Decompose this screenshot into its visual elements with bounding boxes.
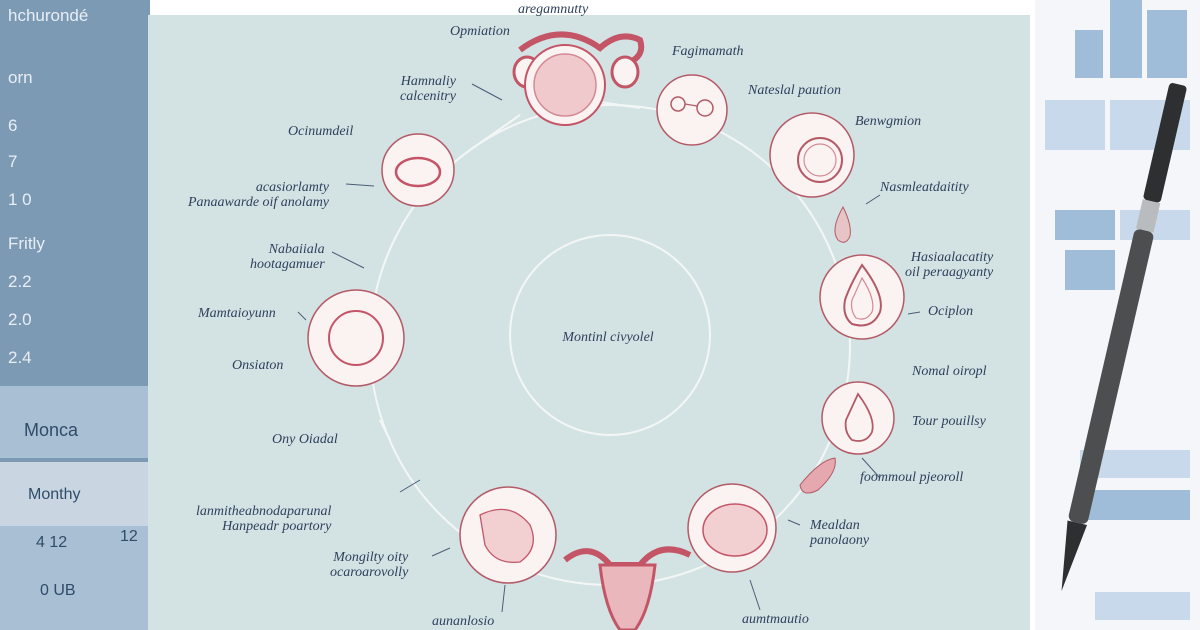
label-right-3: Nasmleatdaitity (880, 180, 969, 195)
table-block (1045, 100, 1105, 150)
left-row: 6 (8, 116, 18, 135)
label-right-9: Mealdan panolaony (810, 518, 870, 548)
ring-arrow (599, 101, 641, 109)
label-left-8: Mongilty oity ocaroarovolly (330, 550, 409, 580)
left-row: 2.4 (8, 348, 32, 367)
left-row: 2.0 (8, 310, 32, 329)
node-ring-top (381, 133, 455, 207)
left-row: hchurondé (8, 6, 89, 25)
left-band-lower (0, 526, 165, 630)
label-top-small: aregamnutty (518, 2, 589, 17)
node-follicle (769, 112, 855, 198)
table-block (1095, 592, 1190, 620)
label-right-2: Benwgmion (855, 114, 922, 129)
label-left-7: lanmitheabnodaparunal Hanpeadr poartory (196, 504, 332, 534)
label-right-7: Tour pouillsy (912, 414, 986, 429)
center-label: Montinl civyolel (562, 330, 654, 345)
bar (1110, 0, 1142, 78)
left-cell: 12 (120, 528, 138, 545)
label-right-4: Hasiaalacatity oil peraagyanty (905, 250, 994, 280)
label-left-3: Nabaiiala hootagamuer (250, 242, 325, 272)
label-top-left: Opmiation (450, 24, 510, 39)
left-cell: 4 12 (36, 534, 68, 551)
node-shedding (459, 486, 557, 584)
top-uterus-icon (512, 31, 645, 126)
label-right-5: Ociplon (928, 304, 974, 319)
node-ovum (307, 289, 405, 387)
node-drop-small (821, 381, 895, 455)
ring-arrow (379, 419, 391, 441)
label-right-6: Nomal oiropl (912, 364, 987, 379)
table-block (1055, 210, 1115, 240)
label-left-6: Ony Oiadal (272, 432, 338, 447)
label-right-8: foommoul pjeoroll (860, 470, 964, 485)
label-top-right: Fagimamath (672, 44, 744, 59)
label-left-4: Mamtaioyunn (198, 306, 276, 321)
leader-lines (297, 83, 921, 613)
label-left-2: acasiorlamty Panaawarde oif anolamy (188, 180, 330, 210)
node-egg-pair (656, 74, 728, 146)
table-block (1085, 490, 1190, 520)
left-row: Fritly (8, 234, 45, 253)
bar (1147, 10, 1187, 78)
left-data-sheet: hchurondé orn 6 7 1 0 Fritly 2.2 2.0 2.4… (0, 0, 165, 630)
pen-icon (1061, 83, 1187, 591)
label-upper-left-a: Hamnaliy calcenitry (400, 74, 456, 104)
left-cell: 0 UB (40, 582, 76, 599)
left-band (0, 386, 165, 458)
tissue-strip-icon (799, 457, 836, 494)
bar (1075, 30, 1103, 78)
label-left-5: Onsiaton (232, 358, 284, 373)
left-label-monthy: Monthy (28, 486, 81, 503)
left-row: orn (8, 68, 33, 87)
left-light-band (0, 462, 165, 526)
table-block (1065, 250, 1115, 290)
ring-arrow (469, 114, 521, 151)
center-circle (509, 234, 711, 436)
small-drop-icon (834, 205, 851, 243)
ring-arrows (379, 101, 641, 441)
bottom-uterus-icon (563, 546, 692, 630)
node-drop-large (819, 254, 905, 340)
left-row: 7 (8, 152, 18, 171)
node-endometrium (687, 483, 777, 573)
label-left-1: Ocinumdeil (288, 124, 354, 139)
left-row: 1 0 (8, 190, 32, 209)
label-bottom-2: aumtmautio (742, 612, 809, 627)
label-bottom-1: aunanlosio (432, 614, 495, 629)
left-label-monca: Monca (24, 420, 79, 440)
label-right-1: Nateslal paution (748, 83, 841, 98)
left-row: 2.2 (8, 272, 32, 291)
